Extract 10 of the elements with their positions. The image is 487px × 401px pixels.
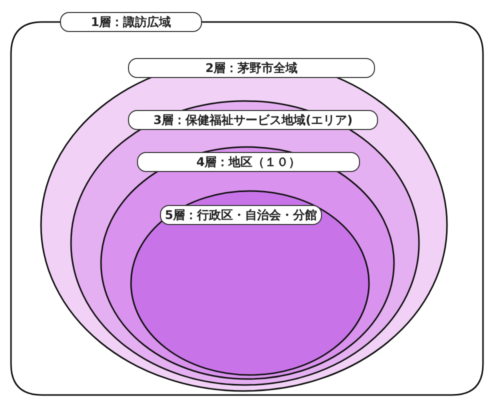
layer-label: 5層：行政区・自治会・分館 (160, 205, 322, 225)
layer-label: 3層：保健福祉サービス地域(エリア) (128, 110, 378, 130)
layer-ellipse (40, 58, 448, 392)
region-frame (10, 12, 484, 396)
layer-label: 4層：地区（１０） (137, 152, 360, 172)
layer-ellipse (70, 100, 420, 386)
layer-label: 2層：茅野市全域 (128, 58, 375, 78)
layer-label: 1層：諏訪広域 (60, 12, 202, 32)
layer-ellipse (100, 146, 395, 380)
layer-ellipse (130, 190, 370, 376)
